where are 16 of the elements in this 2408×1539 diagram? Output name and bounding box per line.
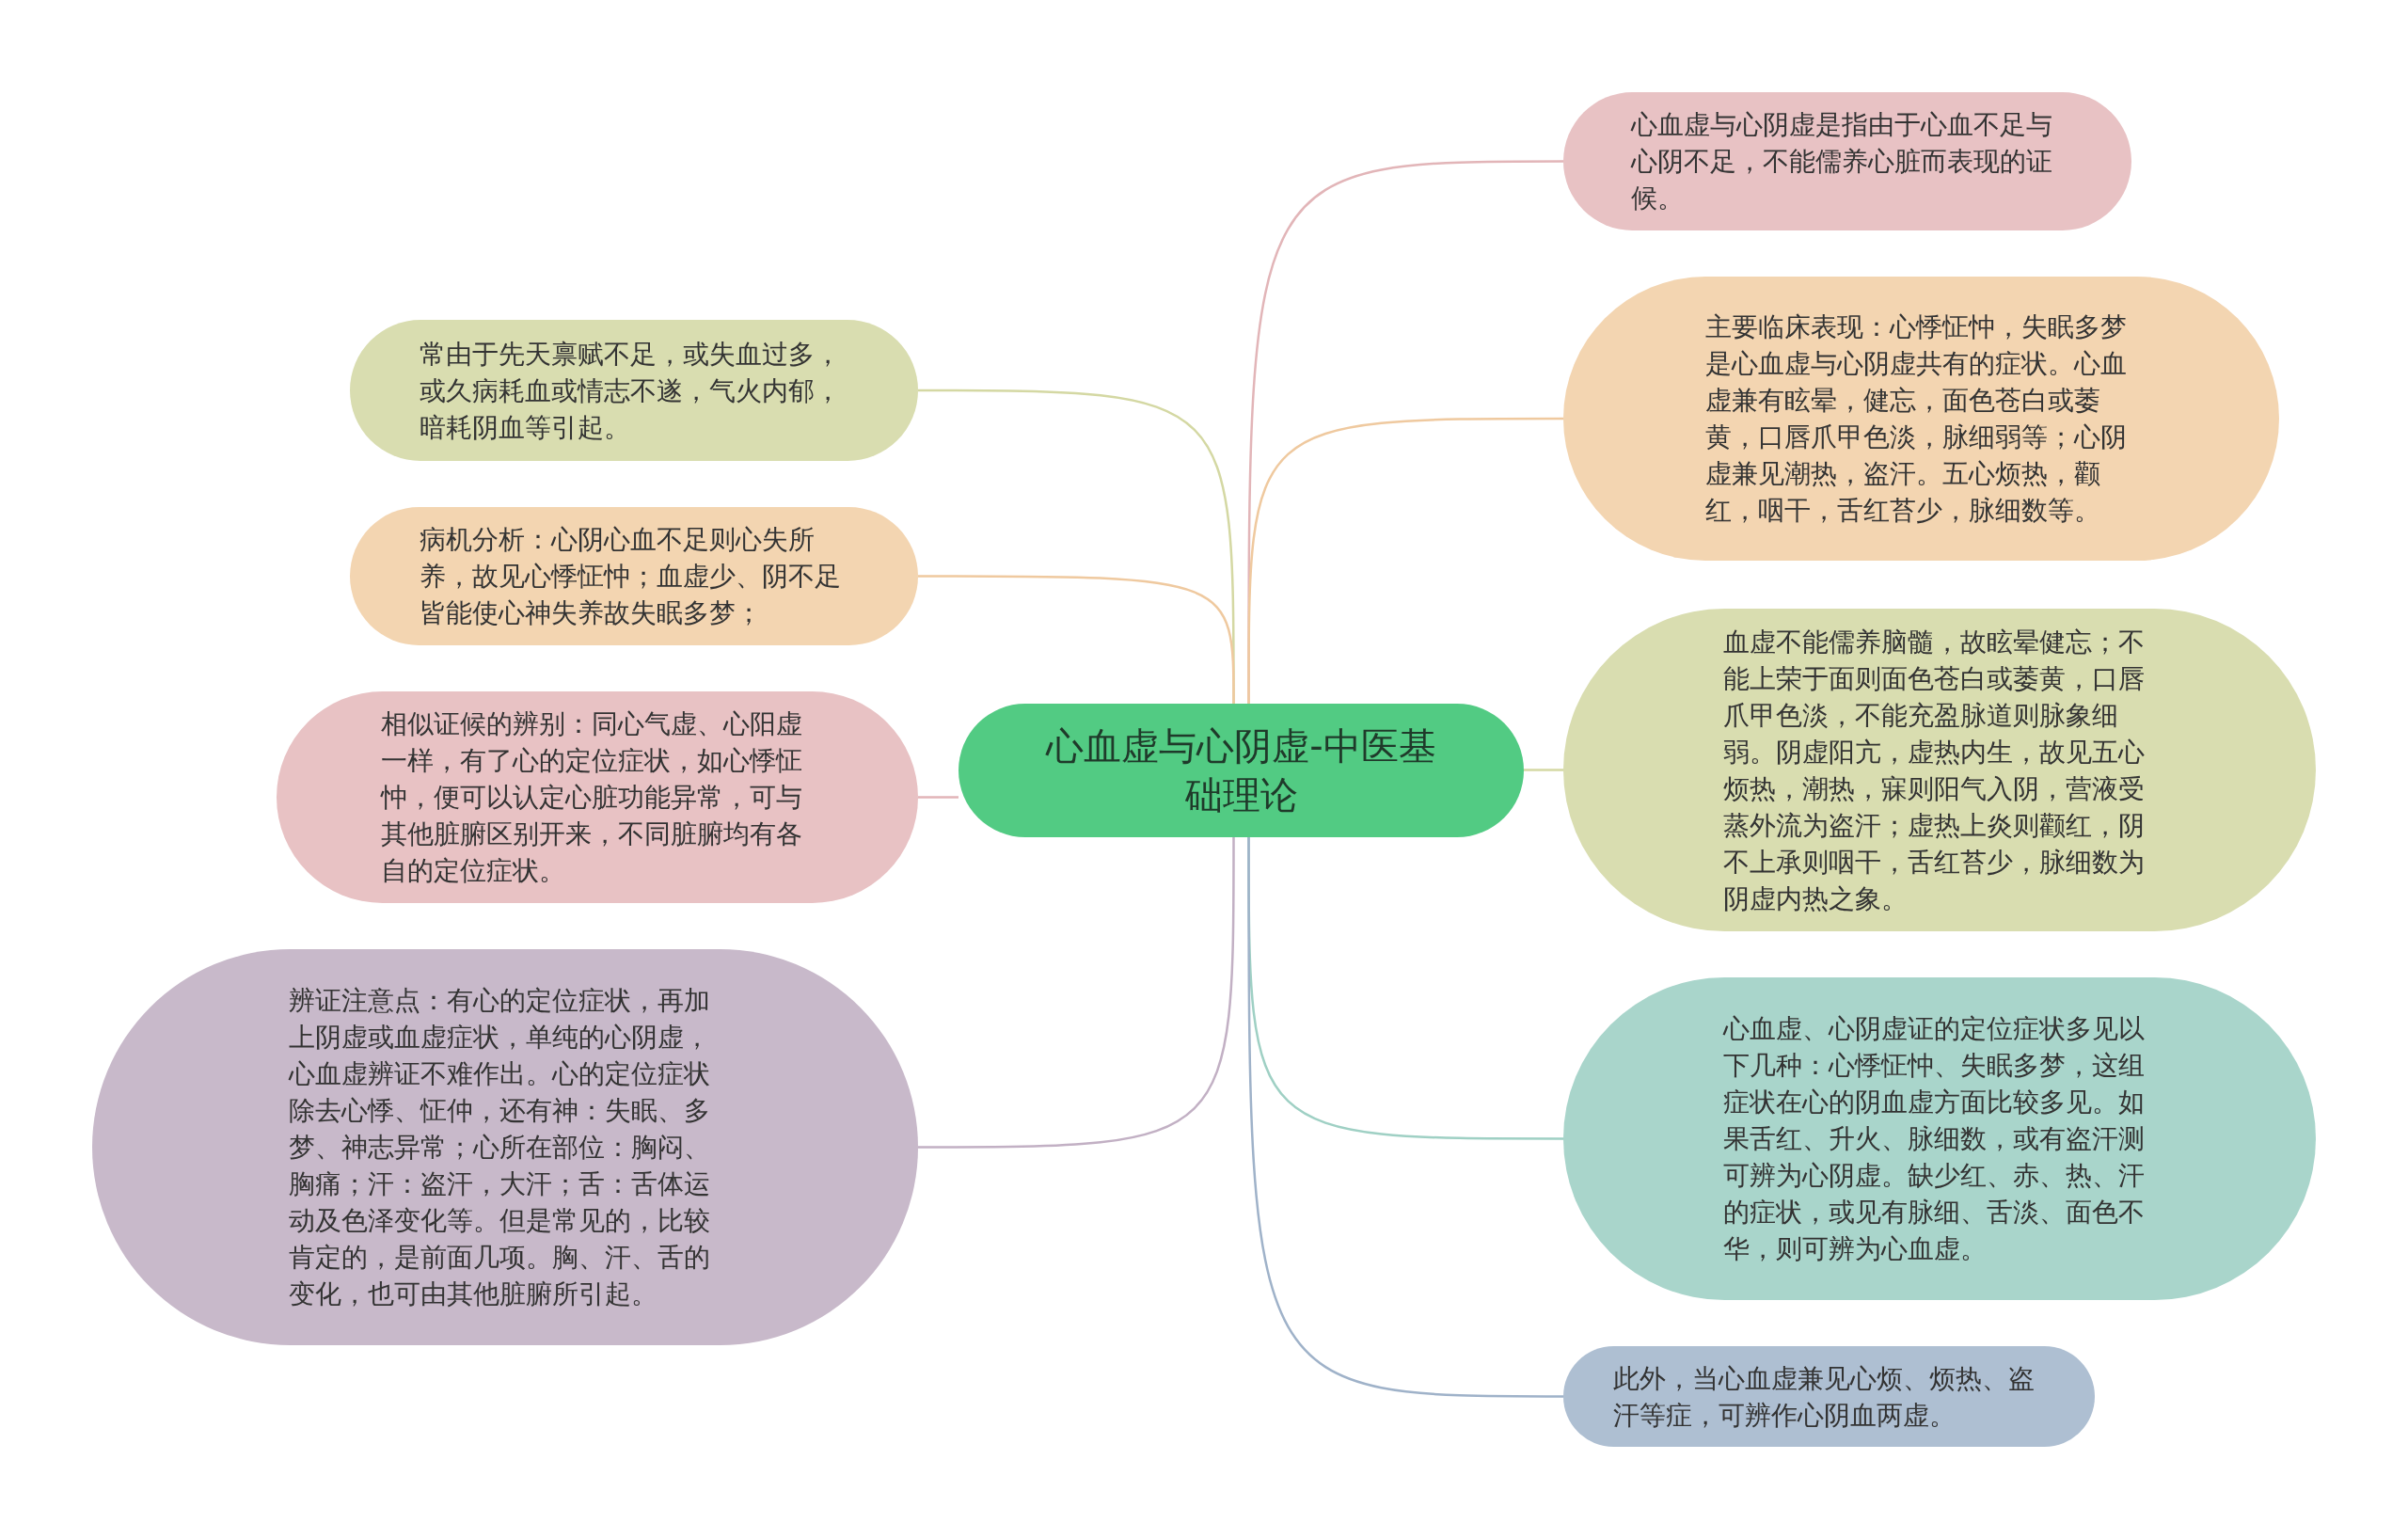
- connector: [1247, 417, 1563, 704]
- connector: [1524, 769, 1563, 771]
- topic-bubble: 辨证注意点：有心的定位症状，再加上阴虚或血虚症状，单纯的心阴虚，心血虚辨证不难作出。心的定位症状除去心悸、怔仲，还有神：失眠、多梦、神志异常；心所在部位：胸闷、胸痛；汗：盗汗，大汗；舌：舌体运动及色泽变化等。但是常见的，比较肯定的，是前面几项。胸、汗、舌的变化，也可由其他脏腑所引起。: [92, 949, 918, 1345]
- topic-bubble: 相似证候的辨别：同心气虚、心阳虚一样，有了心的定位症状，如心悸怔忡，便可以认定心脏功能异常，可与其他脏腑区别开来，不同脏腑均有各自的定位症状。: [277, 691, 918, 903]
- topic-bubble: 此外，当心血虚兼见心烦、烦热、盗汗等症，可辨作心阴血两虚。: [1563, 1346, 2095, 1447]
- topic-bubble: 主要临床表现：心悸怔忡，失眠多梦是心血虚与心阴虚共有的症状。心血虚兼有眩晕，健忘，面色苍白或萎黄，口唇爪甲色淡，脉细弱等；心阴虚兼见潮热，盗汗。五心烦热，颧红，咽干，舌红苔少，脉细数等。: [1563, 277, 2279, 561]
- connector: [918, 575, 1235, 704]
- topic-bubble: 病机分析：心阴心血不足则心失所养，故见心悸怔忡；血虚少、阴不足皆能使心神失养故失眠多梦；: [350, 507, 918, 645]
- central-topic: 心血虚与心阴虚-中医基础理论: [958, 704, 1524, 837]
- connector: [918, 837, 1235, 1149]
- topic-bubble: 心血虚与心阴虚是指由于心血不足与心阴不足，不能儒养心脏而表现的证候。: [1563, 92, 2131, 230]
- topic-bubble: 心血虚、心阴虚证的定位症状多见以下几种：心悸怔忡、失眠多梦，这组症状在心的阴血虚方面比较多见。如果舌红、升火、脉细数，或有盗汗测可辨为心阴虚。缺少红、赤、热、汗的症状，或见有脉细、舌淡、面色不华，则可辨为心血虚。: [1563, 977, 2316, 1300]
- connector: [1247, 837, 1563, 1398]
- connector: [918, 796, 958, 799]
- topic-bubble: 血虚不能儒养脑髓，故眩晕健忘；不能上荣于面则面色苍白或萎黄，口唇爪甲色淡，不能充盈脉道则脉象细弱。阴虚阳亢，虚热内生，故见五心烦热，潮热，寐则阳气入阴，营液受蒸外流为盗汗；虚热上炎则颧红，阴不上承则咽干，舌红苔少，脉细数为阴虚内热之象。: [1563, 609, 2316, 931]
- topic-bubble: 常由于先天禀赋不足，或失血过多，或久病耗血或情志不遂，气火内郁，暗耗阴血等引起。: [350, 320, 918, 461]
